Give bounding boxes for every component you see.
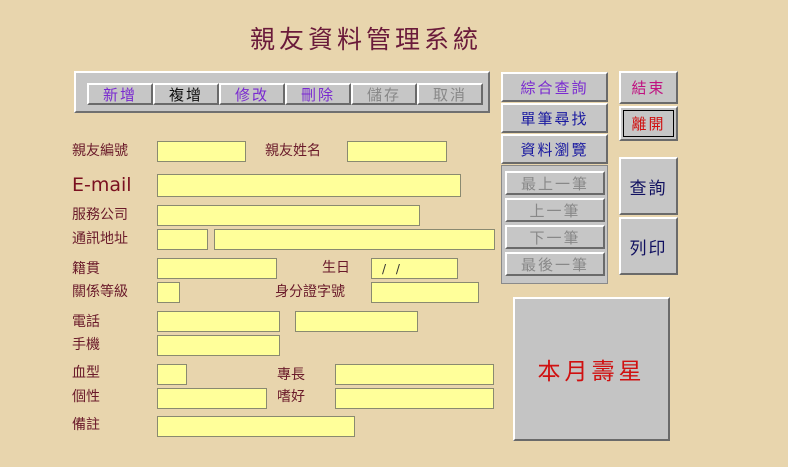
friend-id-label: 親友編號 <box>72 143 128 159</box>
phone2-field[interactable] <box>295 311 418 332</box>
next-record-button[interactable]: 下一筆 <box>505 225 605 249</box>
edit-button[interactable]: 修改 <box>219 83 285 105</box>
relation-level-label: 關係等級 <box>72 284 128 300</box>
combined-search-button[interactable]: 綜合查詢 <box>501 72 608 102</box>
print-button[interactable]: 列印 <box>619 217 678 275</box>
relation-level-field[interactable] <box>157 282 180 303</box>
record-toolbar: 新增 複增 修改 刪除 儲存 取消 <box>74 71 490 113</box>
save-button[interactable]: 儲存 <box>351 83 417 105</box>
birthday-this-month-button[interactable]: 本月壽星 <box>513 297 670 441</box>
mobile-label: 手機 <box>72 337 100 353</box>
blood-type-field[interactable] <box>157 364 187 385</box>
hobby-field[interactable] <box>335 388 494 409</box>
company-label: 服務公司 <box>72 207 128 223</box>
address-field[interactable] <box>214 229 495 250</box>
notes-field[interactable] <box>157 416 355 437</box>
id-number-label: 身分證字號 <box>275 284 345 300</box>
browse-button[interactable]: 資料瀏覽 <box>501 134 608 164</box>
copy-add-button[interactable]: 複增 <box>153 83 219 105</box>
notes-label: 備註 <box>72 417 100 433</box>
id-number-field[interactable] <box>371 282 479 303</box>
last-record-button[interactable]: 最後一筆 <box>505 252 605 276</box>
end-button[interactable]: 結束 <box>619 71 678 104</box>
hometown-label: 籍貫 <box>72 261 100 277</box>
friend-id-field[interactable] <box>157 141 246 162</box>
prev-record-button[interactable]: 上一筆 <box>505 198 605 222</box>
personality-label: 個性 <box>72 389 100 405</box>
first-record-button[interactable]: 最上一筆 <box>505 171 605 195</box>
birthday-field[interactable]: / / <box>371 258 458 279</box>
postal-code-field[interactable] <box>157 229 208 250</box>
email-field[interactable] <box>157 174 461 197</box>
delete-button[interactable]: 刪除 <box>285 83 351 105</box>
single-find-button[interactable]: 單筆尋找 <box>501 103 608 133</box>
hometown-field[interactable] <box>157 258 277 279</box>
leave-button[interactable]: 離開 <box>619 106 678 141</box>
company-field[interactable] <box>157 205 420 226</box>
app-title: 親友資料管理系統 <box>250 25 483 54</box>
hobby-label: 嗜好 <box>277 389 305 405</box>
friend-name-label: 親友姓名 <box>265 143 321 159</box>
blood-type-label: 血型 <box>72 365 100 381</box>
search-button[interactable]: 查詢 <box>619 157 678 215</box>
specialty-field[interactable] <box>335 364 494 385</box>
personality-field[interactable] <box>157 388 267 409</box>
add-button[interactable]: 新增 <box>87 83 153 105</box>
birthday-label: 生日 <box>322 260 350 276</box>
cancel-button[interactable]: 取消 <box>417 83 483 105</box>
email-label: E-mail <box>72 174 132 196</box>
phone-field[interactable] <box>157 311 280 332</box>
specialty-label: 專長 <box>277 367 305 383</box>
record-navigation-panel: 最上一筆 上一筆 下一筆 最後一筆 <box>501 165 608 284</box>
mobile-field[interactable] <box>157 335 280 356</box>
phone-label: 電話 <box>72 314 100 330</box>
friend-name-field[interactable] <box>347 141 447 162</box>
address-label: 通訊地址 <box>72 231 128 247</box>
